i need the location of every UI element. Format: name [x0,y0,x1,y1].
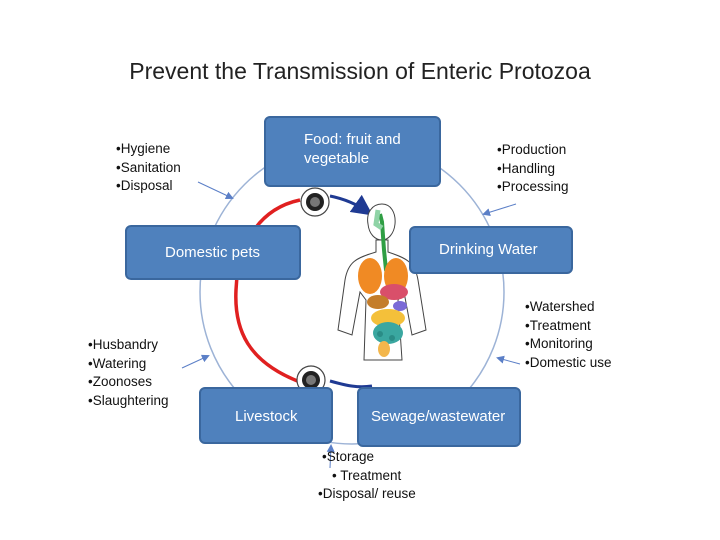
navy-arrow-top [329,194,373,216]
list-item: •Disposal/ reuse [318,486,416,501]
list-item: •Monitoring [525,336,593,351]
list-item: •Production [497,142,567,157]
food-box-label: Food: fruit and vegetable [304,131,401,167]
domestic-pets-label: Domestic pets [165,244,261,261]
list-item: •Watershed [525,299,595,314]
list-item: •Watering [88,355,147,371]
storage-list: •Storage • Treatment •Disposal/ reuse [318,448,416,504]
list-item: •Disposal [116,178,173,193]
pointer-arrow-watershed [496,355,521,365]
production-list: •Production •Handling •Processing [497,141,569,197]
sewage-label: Sewage/wastewater [371,408,506,425]
hygiene-list: •Hygiene •Sanitation •Disposal [116,140,181,196]
food-box: Food: fruit and vegetable [264,116,441,187]
domestic-pets-box: Domestic pets [125,225,301,280]
drinking-water-label: Drinking Water [439,241,538,258]
livestock-label: Livestock [235,408,298,425]
list-item: • Treatment [332,467,402,483]
drinking-water-box: Drinking Water [409,226,573,274]
pathogen-icon-top [300,187,330,217]
list-item: •Storage [322,449,375,464]
red-transmission-arc [234,198,301,384]
pointer-arrow-storage [326,444,335,469]
list-item: •Hygiene [116,141,171,156]
list-item: •Slaughtering [88,392,169,408]
list-item: •Domestic use [525,354,612,370]
watershed-list: •Watershed •Treatment •Monitoring •Domes… [525,298,612,372]
list-item: •Processing [497,179,569,194]
list-item: •Treatment [525,317,591,333]
list-item: •Sanitation [116,159,181,175]
pointer-arrow-production [482,203,517,217]
pointer-arrow-hygiene [197,181,234,200]
human-body-figure [337,203,427,361]
husbandry-list: •Husbandry •Watering •Zoonoses •Slaughte… [88,336,169,410]
sewage-box: Sewage/wastewater [357,387,521,447]
navy-arrow-bottom [329,379,373,389]
page-title: Prevent the Transmission of Enteric Prot… [129,58,591,84]
list-item: •Husbandry [88,337,159,352]
livestock-box: Livestock [199,387,333,444]
list-item: •Handling [497,160,556,176]
list-item: •Zoonoses [88,374,153,389]
pointer-arrow-husbandry [181,354,210,369]
